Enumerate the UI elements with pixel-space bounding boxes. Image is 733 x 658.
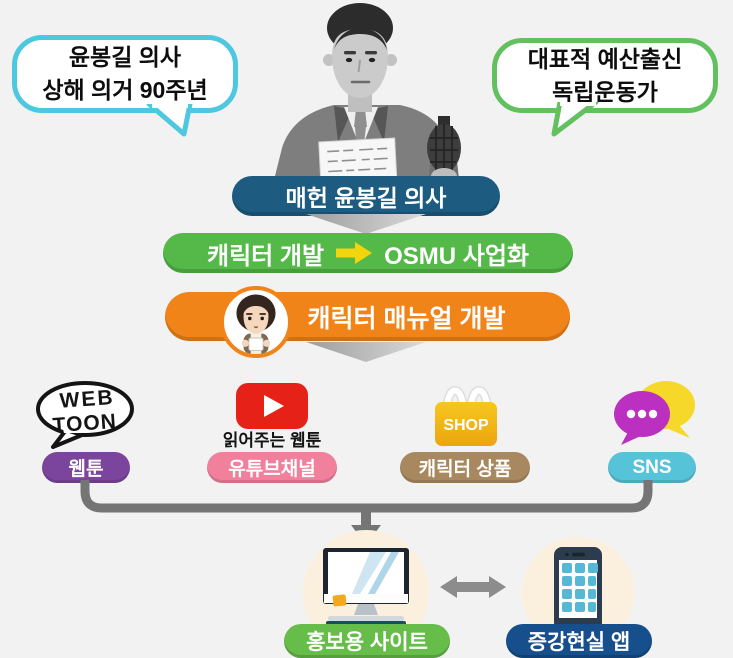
bubble-left-line1: 윤봉길 의사 <box>68 44 182 70</box>
webtoon-logo-icon: WEB TOON <box>36 381 134 449</box>
ar-app-label: 증강현실 앱 <box>527 631 631 654</box>
website-label: 홍보용 사이트 <box>306 631 428 654</box>
step2-left-label: 캐릭터 개발 <box>207 242 325 270</box>
channel-sns-label: SNS <box>632 456 672 478</box>
youtube-icon <box>236 383 308 429</box>
channel-youtube-label: 유튜브채널 <box>228 459 316 480</box>
speech-bubble-left: 윤봉길 의사 상해 의거 90주년 <box>12 35 238 113</box>
double-arrow-icon <box>440 576 506 598</box>
channel-webtoon-label: 웹툰 <box>68 459 104 480</box>
character-avatar-icon <box>220 286 292 358</box>
webtoon-text-line2: TOON <box>52 410 118 437</box>
chevron-down-icon <box>306 214 426 234</box>
step3-label: 캐릭터 매뉴얼 개발 <box>307 304 506 333</box>
speech-bubble-left-tail <box>146 104 193 137</box>
step2-right-label: OSMU 사업화 <box>384 242 529 270</box>
channel-pill-sns: SNS <box>608 452 696 483</box>
shop-text: SHOP <box>443 417 489 434</box>
youtube-caption: 읽어주는 웹툰 <box>222 431 322 450</box>
monitor-icon <box>323 548 409 626</box>
channel-pill-goods: 캐릭터 상품 <box>400 452 530 483</box>
arrow-right-icon <box>336 242 373 264</box>
bubble-right-line1: 대표적 예산출신 <box>527 45 683 72</box>
ar-app-pill: 증강현실 앱 <box>506 624 652 658</box>
shop-bag-icon: SHOP <box>435 386 497 446</box>
title-pill-label: 매헌 윤봉길 의사 <box>285 185 447 211</box>
step2-pill: 캐릭터 개발 OSMU 사업화 <box>163 233 573 273</box>
channel-pill-webtoon: 웹툰 <box>42 452 130 483</box>
sns-chat-icon <box>614 381 695 445</box>
speech-bubble-right: 대표적 예산출신 독립운동가 <box>492 38 718 113</box>
chevron-down-icon <box>306 342 426 362</box>
smartphone-icon <box>554 547 602 631</box>
speech-bubble-right-tail <box>551 102 599 137</box>
webtoon-text-line1: WEB <box>59 386 115 413</box>
title-pill: 매헌 윤봉길 의사 <box>232 176 500 216</box>
channel-goods-label: 캐릭터 상품 <box>418 459 512 480</box>
portrait-photo <box>272 3 461 188</box>
bubble-right-line2: 독립운동가 <box>552 78 658 105</box>
channel-pill-youtube: 유튜브채널 <box>207 452 337 483</box>
bubble-left-line2: 상해 의거 90주년 <box>42 77 208 103</box>
website-pill: 홍보용 사이트 <box>284 624 450 658</box>
